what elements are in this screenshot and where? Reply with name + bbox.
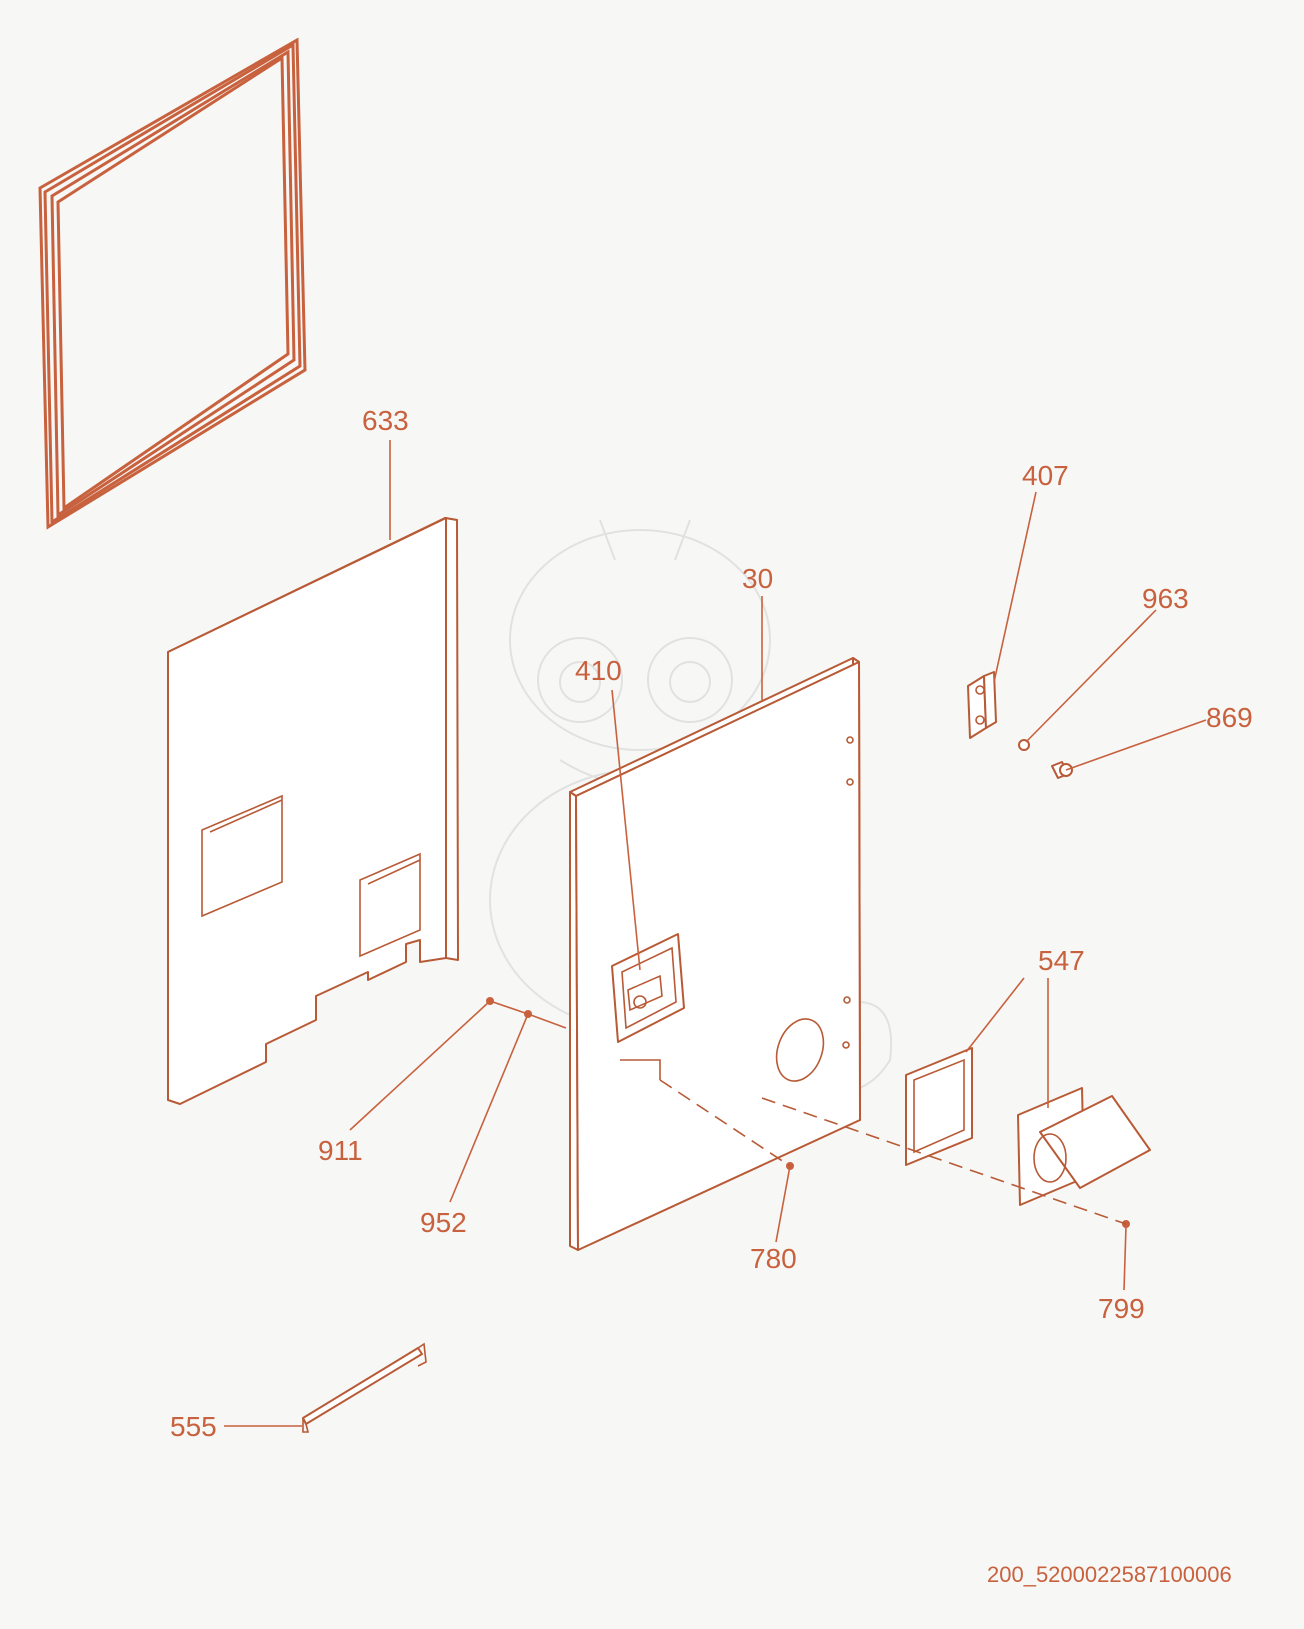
- washer-963: [1018, 739, 1030, 751]
- vent-cover-547: [1017, 1087, 1151, 1206]
- door-gasket-frame: [38, 37, 307, 530]
- callout-633: 633: [362, 405, 409, 436]
- insulation-panel-633: [167, 517, 459, 1105]
- callout-410: 410: [575, 655, 622, 686]
- vent-gasket-547: [905, 1047, 973, 1166]
- callout-780: 780: [750, 1243, 797, 1274]
- assembly-line-door: [659, 1079, 791, 1167]
- hinge-407: [967, 671, 997, 739]
- callout-911: 911: [318, 1135, 363, 1166]
- document-id: 200_5200022587100006: [987, 1562, 1232, 1587]
- door-panel-30: [569, 657, 861, 1251]
- screw-869: [1051, 761, 1073, 779]
- leader-lines: [224, 440, 1207, 1427]
- callout-869: 869: [1206, 702, 1253, 733]
- callout-555: 555: [170, 1411, 217, 1442]
- rod-555: [302, 1342, 427, 1433]
- assembly-line-vent: [761, 1097, 1127, 1225]
- callout-547: 547: [1038, 945, 1085, 976]
- callout-407: 407: [1022, 460, 1069, 491]
- callout-952: 952: [420, 1207, 467, 1238]
- callout-799: 799: [1098, 1293, 1145, 1324]
- latch-handle-410: [611, 933, 685, 1043]
- callout-963: 963: [1142, 583, 1189, 614]
- callout-30: 30: [742, 563, 773, 594]
